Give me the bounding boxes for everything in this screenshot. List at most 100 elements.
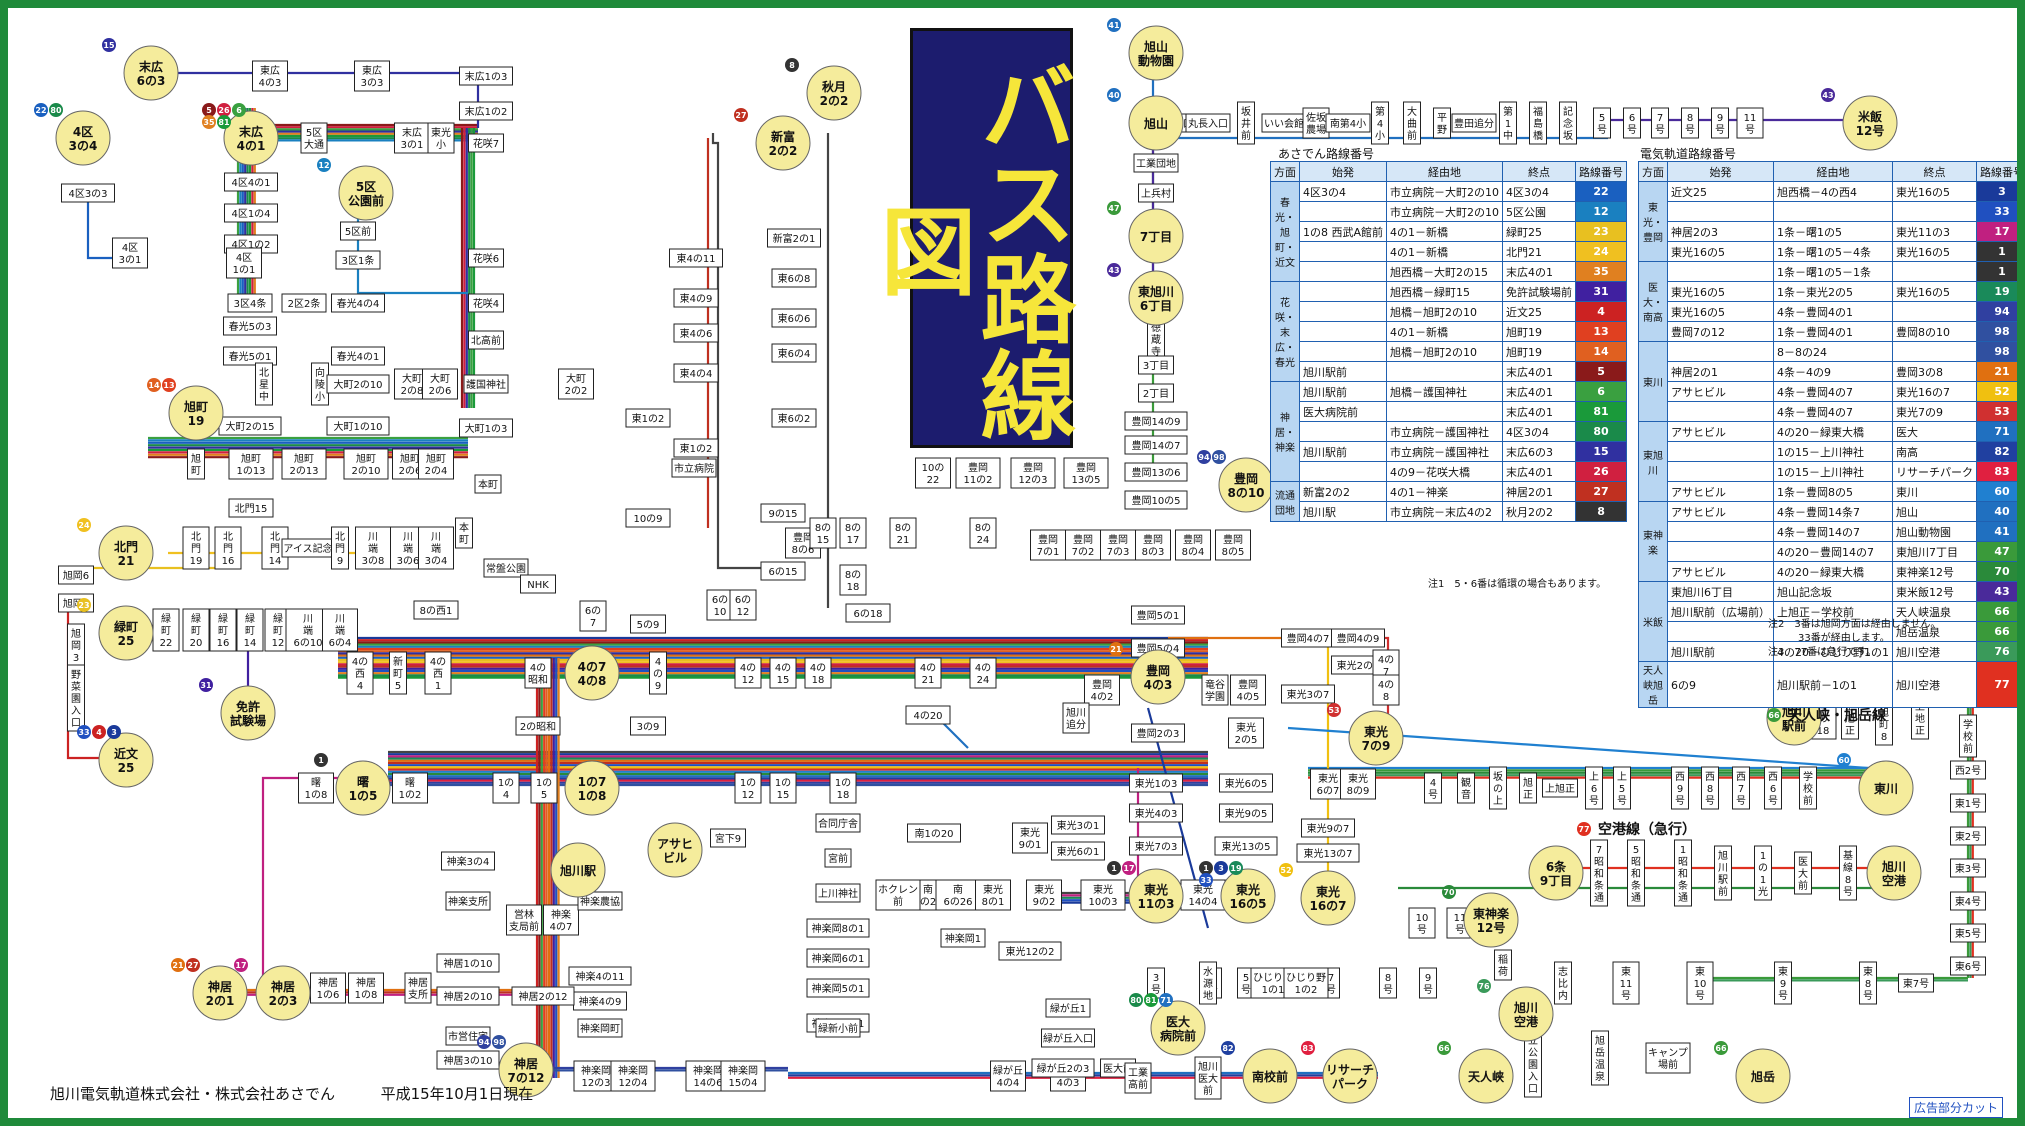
major-stop-label: 空港 [1514,1014,1539,1029]
major-stop-label: 2の3 [269,994,298,1008]
table-cell-via: 4条－4の9 [1773,361,1893,382]
stop-label: 東6の2 [778,412,811,425]
major-stop-label: 免許 [236,699,260,714]
major-stop-label: リサーチ [1326,1063,1374,1077]
table-cell-route-no: 41 [1976,521,2017,542]
stop-label: 緑 [245,612,255,625]
route-badge-26: 26 [217,103,231,117]
major-stop-label: 25 [118,634,135,648]
stop-label: 町 [393,669,403,680]
table-cell-via [1386,361,1504,382]
line-badge: 66 [1768,711,1780,720]
table-cell-route-no: 47 [1976,541,2017,562]
stop-label: 5の20 [913,897,942,908]
stop-label: 豊岡 [1223,533,1243,546]
stop-label: 大町 [430,372,450,385]
major-stop-toko165: 東光16の5 [1220,868,1276,924]
stop-label: 旭 [71,628,81,640]
table-cell-start: アサヒビル [1667,501,1774,522]
stop-label: 号 [1627,124,1637,136]
stop-label: 8の1 [982,897,1005,908]
stop-label: 西 [1675,772,1685,783]
table-cell-start [1667,441,1774,462]
stop-label: 号 [1428,789,1438,801]
stop-label: 7 [1596,845,1602,856]
stop-label: 学園 [1205,690,1225,703]
stop-label: 上 [1493,795,1503,807]
stop-label: 1 [1505,119,1511,130]
stop-label: 5 [395,681,401,692]
major-stop-akebono: 曙1の5 [335,760,391,816]
stop-cz: 神楽岡町 [577,1018,623,1038]
table-cell-via: 4の9－花咲大橋 [1386,461,1504,482]
stop-label: 場前 [1658,1058,1678,1071]
table-cell-via: 4の20－緑東大橋 [1773,421,1893,442]
table-cell-start: 東光16の5 [1667,241,1774,262]
stop-label: 東光9の5 [1225,807,1268,820]
stop-label: 南 [923,883,933,896]
stop-label: 10 [1694,979,1707,990]
stop-ch: 1の15 [769,772,797,804]
major-stop-research: リサーチパーク [1322,1048,1378,1104]
table-cell-via: 1の15－上川神社 [1773,461,1893,482]
stop-label: 8の4 [1182,547,1205,558]
table-cell-route-no: 21 [1976,361,2017,382]
stop-label: 口 [71,718,81,729]
stop-label: 号 [1768,795,1778,807]
table-cell-route-no: 22 [1575,181,1628,202]
table-cell-route-no: 6 [1575,381,1628,402]
stop-label: 井 [1241,117,1251,130]
major-stop-label: 新富 [771,129,795,144]
route-badge-label: 17 [235,961,246,970]
stop-label: 徳 [1151,321,1161,334]
stop-label: 光 [1758,885,1768,898]
stop-bc: 旭岡3 [67,623,85,667]
stop-cf: 1の5 [530,772,558,804]
ad-cut-label: 広告部分カット [1908,1097,2003,1118]
stop-label: 8 [1383,692,1389,703]
route-badge-label: 3 [1218,864,1224,873]
stop-label: 6 [1629,113,1635,124]
stop-label: 4区3の3 [68,188,107,200]
major-stop-label: 16の5 [1229,897,1266,911]
stop-am: 旭町2の10 [343,448,389,480]
major-stop-label: 4の7 [578,660,607,674]
table-cell-end: 東川 [1892,481,1977,502]
stop-label: 緑 [273,612,283,625]
stop-label: 21 [922,675,935,686]
stop-label: 工業団地 [1136,157,1176,170]
stop-label: 末広 [402,126,422,139]
route-badge-8: 8 [785,58,799,72]
stop-label: 地 [1203,989,1213,1002]
table-cell-route-no: 26 [1575,461,1628,482]
stop-label: 端 [431,542,441,555]
major-stop-suehiro63: 末広6の3 [123,45,179,101]
table-cell-end: 東米飯12号 [1892,581,1977,602]
stop-ig: 西2号 [1950,760,1986,780]
route-badge-94: 94 [1197,450,1211,464]
major-stop-label: 東光 [1144,882,1168,897]
stop-label: 新 [393,655,403,668]
route-badge-21: 21 [171,958,185,972]
stop-label: 9 [1425,973,1431,984]
stop-label: 9の2 [1033,897,1056,908]
stop-gs: 豊岡14の9 [1124,411,1188,431]
stop-label: 旭 [1523,777,1533,789]
stop-label: 神楽4の9 [579,995,622,1008]
table-cell-route-no: 53 [1976,401,2017,422]
stop-label: の [1818,714,1828,725]
stop-r: 春光4の4 [331,293,385,313]
stop-label: 温 [1595,1059,1605,1071]
stop-hs: 旭正 [1519,772,1537,804]
table-header: 経由地 [1386,161,1504,182]
stop-ho: 11号 [1736,107,1764,139]
stop-ja: 旭川駅前 [1714,845,1732,901]
stop-label: 旭町 [294,453,314,465]
